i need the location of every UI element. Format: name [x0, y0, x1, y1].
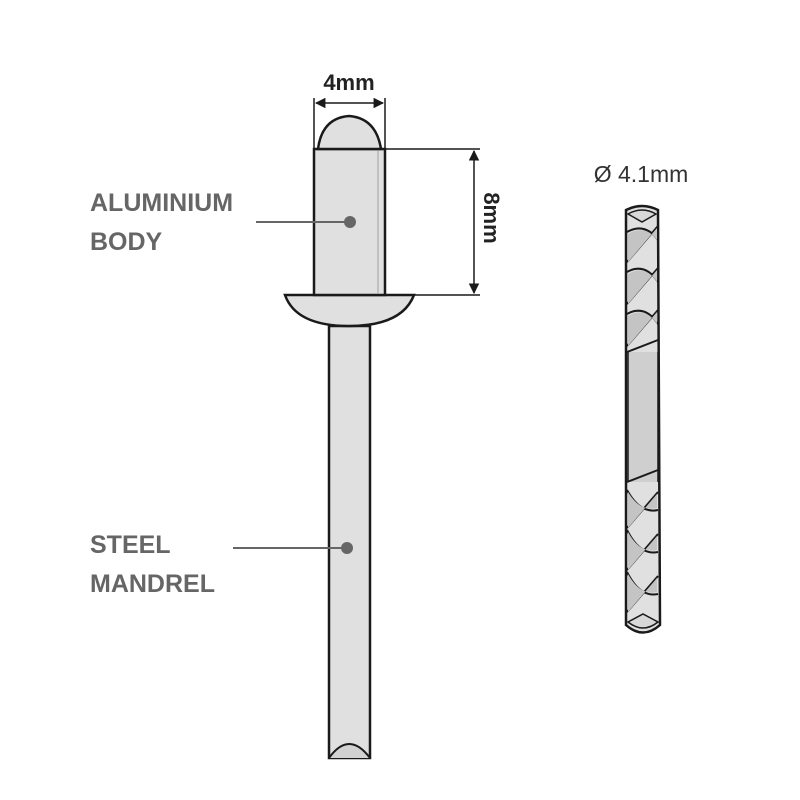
drill-bit: Ø 4.1mm — [594, 161, 689, 634]
mandrel-shaft — [327, 324, 372, 760]
drill-bottom-tip — [626, 613, 660, 629]
body-callout-line2: BODY — [90, 228, 163, 256]
mandrel-callout: STEEL MANDREL — [90, 531, 353, 598]
body-callout-dot — [344, 216, 356, 228]
mandrel-callout-line2: MANDREL — [90, 570, 215, 598]
diameter-dimension: 4mm — [313, 70, 386, 148]
body-callout: ALUMINIUM BODY — [90, 189, 356, 256]
rivet — [283, 114, 416, 760]
body-callout-line1: ALUMINIUM — [90, 189, 233, 217]
drill-diameter-label: Ø 4.1mm — [594, 161, 689, 187]
rivet-flange — [283, 293, 416, 328]
length-dimension: 8mm — [386, 148, 504, 296]
drill-lower-flute-shade — [628, 492, 657, 612]
diameter-label: 4mm — [323, 70, 374, 95]
mandrel-callout-dot — [341, 542, 353, 554]
drill-shank — [628, 352, 658, 482]
mandrel-head — [316, 114, 383, 151]
length-label: 8mm — [479, 192, 504, 243]
mandrel-tip — [328, 743, 371, 759]
drill-upper-flute-shade — [628, 228, 657, 346]
drill-top-tip — [626, 209, 658, 223]
mandrel-callout-line1: STEEL — [90, 531, 171, 559]
